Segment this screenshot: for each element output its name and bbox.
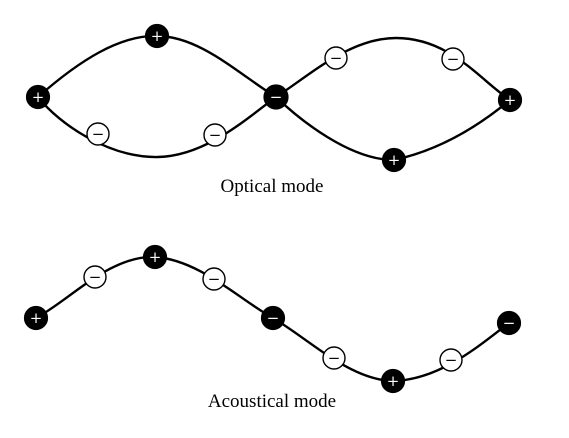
svg-text:−: − <box>503 314 516 332</box>
acoustical-mode-caption: Acoustical mode <box>208 391 336 412</box>
optical-atom-upper-right-2: − <box>441 47 465 71</box>
optical-atom-upper-right-1: − <box>324 46 348 70</box>
optical-atom-left-end: + <box>25 84 51 110</box>
svg-text:+: + <box>388 151 401 169</box>
acoustical-atom-3: + <box>142 244 168 270</box>
acoustical-atom-1: + <box>23 305 49 331</box>
svg-text:−: − <box>328 349 341 367</box>
acoustical-atom-9: − <box>496 310 522 336</box>
svg-text:−: − <box>330 49 343 67</box>
optical-mode-group: + + − + + − − <box>25 23 523 197</box>
acoustical-mode-group: + − + − − − + <box>23 244 522 412</box>
acoustical-atom-4: − <box>202 267 226 291</box>
optical-atom-right-end: + <box>497 87 523 113</box>
acoustical-atom-5: − <box>260 305 286 331</box>
svg-text:+: + <box>387 372 400 390</box>
optical-atom-top-crest: + <box>144 23 170 49</box>
acoustical-atom-7: + <box>380 368 406 394</box>
svg-text:+: + <box>151 27 164 45</box>
acoustical-atom-2: − <box>83 265 107 289</box>
svg-text:−: − <box>447 50 460 68</box>
optical-atom-bottom-trough: + <box>381 147 407 173</box>
svg-text:−: − <box>208 270 221 288</box>
optical-mode-caption: Optical mode <box>221 176 324 197</box>
svg-text:+: + <box>32 88 45 106</box>
svg-text:−: − <box>92 125 105 143</box>
acoustical-atom-8: − <box>439 348 463 372</box>
optical-atom-lower-left-2: − <box>203 123 227 147</box>
svg-text:+: + <box>30 309 43 327</box>
acoustical-atom-6: − <box>322 346 346 370</box>
svg-text:−: − <box>209 126 222 144</box>
svg-text:+: + <box>504 91 517 109</box>
svg-text:−: − <box>270 88 283 106</box>
svg-text:−: − <box>89 268 102 286</box>
optical-atom-lower-left-1: − <box>86 122 110 146</box>
svg-text:−: − <box>445 351 458 369</box>
svg-text:+: + <box>149 248 162 266</box>
svg-text:−: − <box>267 309 280 327</box>
optical-atom-center-node: − <box>263 84 289 110</box>
